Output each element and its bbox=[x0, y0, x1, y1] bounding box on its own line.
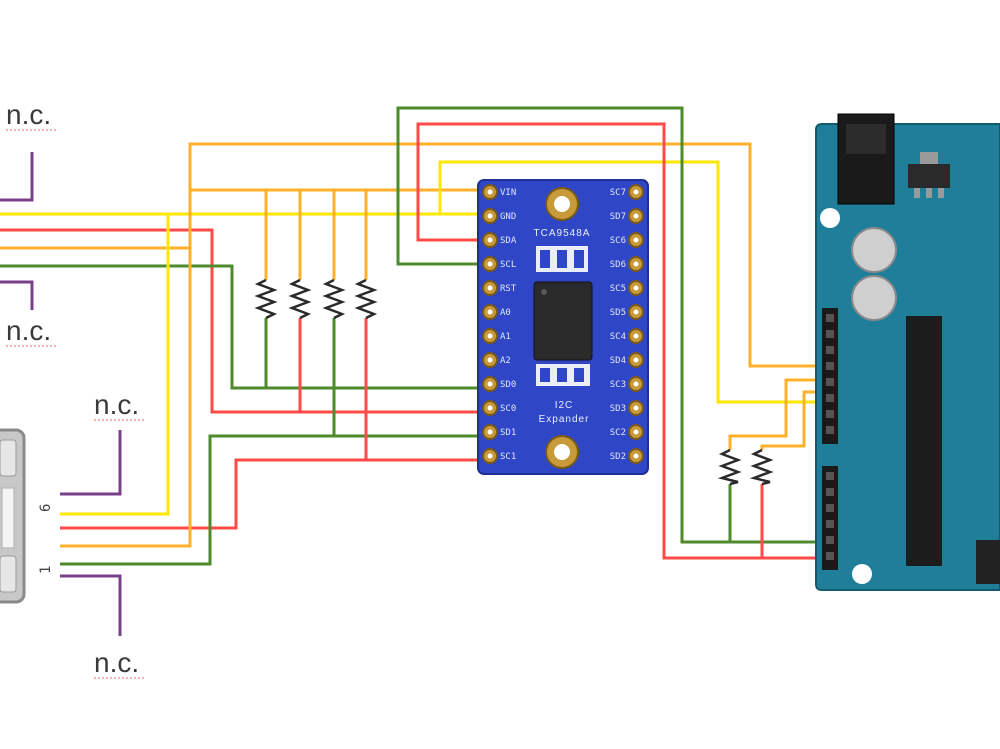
analog-header-pin bbox=[826, 488, 834, 496]
power-header-pin bbox=[826, 410, 834, 418]
analog-header-pin bbox=[826, 552, 834, 560]
resistor-2 bbox=[288, 278, 312, 320]
mux-right-pin-label: SD4 bbox=[610, 356, 626, 366]
icsp-header bbox=[976, 540, 1000, 584]
wire-yellow-top bbox=[438, 160, 828, 404]
pullup-leads-left bbox=[264, 190, 368, 460]
resistor-5 bbox=[717, 448, 742, 486]
power-header-pin bbox=[826, 346, 834, 354]
mux-left-pin-label: GND bbox=[500, 212, 516, 222]
wire-connector-red bbox=[60, 458, 480, 530]
power-header-pin bbox=[826, 426, 834, 434]
mux-right-pin-label: SC2 bbox=[610, 428, 626, 438]
power-header-pin bbox=[826, 362, 834, 370]
arduino-mount-hole-2 bbox=[852, 564, 872, 584]
six-pin-connector: 6 1 bbox=[0, 428, 54, 604]
connector-pin-1-label: 1 bbox=[38, 566, 54, 574]
board-subtitle-1: I2C bbox=[555, 400, 574, 411]
mux-left-pin-label: SDA bbox=[500, 236, 517, 246]
left-bus-wires bbox=[0, 188, 480, 414]
mux-left-pin-label: SCL bbox=[500, 260, 516, 270]
power-header-pin bbox=[826, 394, 834, 402]
mux-right-pin-label: SD7 bbox=[610, 212, 626, 222]
wire-connector-green bbox=[60, 434, 480, 566]
nc-lead-top-left bbox=[0, 152, 34, 202]
nc-label-1: n.c. bbox=[6, 99, 51, 130]
arduino-mount-hole-1 bbox=[820, 208, 840, 228]
mux-left-pin-label: SC0 bbox=[500, 404, 516, 414]
tca9548a-board: TCA9548A I2C Expander VIN GND SDA SCL RST A0A… bbox=[477, 179, 649, 475]
mux-right-pin-label: SD6 bbox=[610, 260, 626, 270]
nc-lead-upper-connector bbox=[60, 430, 122, 496]
resistor-6 bbox=[749, 448, 774, 486]
power-header-pin bbox=[826, 378, 834, 386]
mux-right-pin-label: SD3 bbox=[610, 404, 626, 414]
mux-left-pin-label: SD0 bbox=[500, 380, 516, 390]
mux-ic bbox=[533, 281, 593, 361]
pullup-resistors-left bbox=[254, 278, 378, 320]
mux-right-pin-label: SC7 bbox=[610, 188, 626, 198]
capacitor-2 bbox=[851, 275, 897, 321]
nc-underlines bbox=[6, 129, 144, 679]
voltage-regulator bbox=[908, 164, 950, 188]
mux-left-pin-label: A0 bbox=[500, 308, 511, 318]
nc-label-4: n.c. bbox=[94, 647, 139, 678]
board-title: TCA9548A bbox=[534, 228, 591, 239]
mux-left-pin-label: RST bbox=[500, 284, 517, 294]
analog-header-pin bbox=[826, 520, 834, 528]
mux-right-pin-label: SC3 bbox=[610, 380, 626, 390]
resistor-4 bbox=[354, 278, 378, 320]
wire-connector-yellow bbox=[60, 214, 170, 516]
mux-right-pin-label: SD2 bbox=[610, 452, 626, 462]
mux-right-pin-label: SC6 bbox=[610, 236, 626, 246]
power-header-pin bbox=[826, 314, 834, 322]
top-wires bbox=[188, 106, 828, 560]
mux-left-pin-label: SD1 bbox=[500, 428, 516, 438]
nc-label-3: n.c. bbox=[94, 389, 139, 420]
nc-lead-lower-connector bbox=[60, 574, 122, 636]
wire-red-bus bbox=[0, 228, 480, 414]
arduino-board bbox=[815, 113, 1000, 591]
analog-header-pin bbox=[826, 536, 834, 544]
wire-connector-orange bbox=[60, 248, 192, 548]
connector-pin-6-label: 6 bbox=[38, 504, 54, 512]
mux-right-pin-label: SC4 bbox=[610, 332, 626, 342]
resistor-3 bbox=[322, 278, 346, 320]
nc-label-2: n.c. bbox=[6, 315, 51, 346]
board-subtitle-2: Expander bbox=[539, 414, 590, 425]
nc-lead-mid-left bbox=[0, 280, 34, 310]
power-header bbox=[822, 308, 838, 444]
analog-header-pin bbox=[826, 472, 834, 480]
connector-wires bbox=[60, 214, 480, 566]
pullup-leads-right bbox=[728, 378, 828, 558]
pullup-resistors-right bbox=[717, 448, 774, 486]
wire-red-top bbox=[416, 122, 828, 560]
mux-left-pin-label: A1 bbox=[500, 332, 511, 342]
mux-left-pin-label: SC1 bbox=[500, 452, 516, 462]
mux-left-pin-label: A2 bbox=[500, 356, 511, 366]
mux-left-pin-label: VIN bbox=[500, 188, 516, 198]
analog-header-pin bbox=[826, 504, 834, 512]
capacitor-1 bbox=[851, 227, 897, 273]
wire-orange-top bbox=[188, 142, 828, 368]
wire-orange-bus bbox=[0, 188, 480, 250]
nc-leads bbox=[0, 152, 122, 636]
atmega-chip bbox=[906, 316, 942, 566]
wire-green-bus bbox=[0, 264, 480, 390]
resistor-1 bbox=[254, 278, 278, 320]
power-header-pin bbox=[826, 330, 834, 338]
mux-right-pin-label: SC5 bbox=[610, 284, 626, 294]
wire-green-top bbox=[396, 106, 828, 544]
mux-right-pin-label: SD5 bbox=[610, 308, 626, 318]
